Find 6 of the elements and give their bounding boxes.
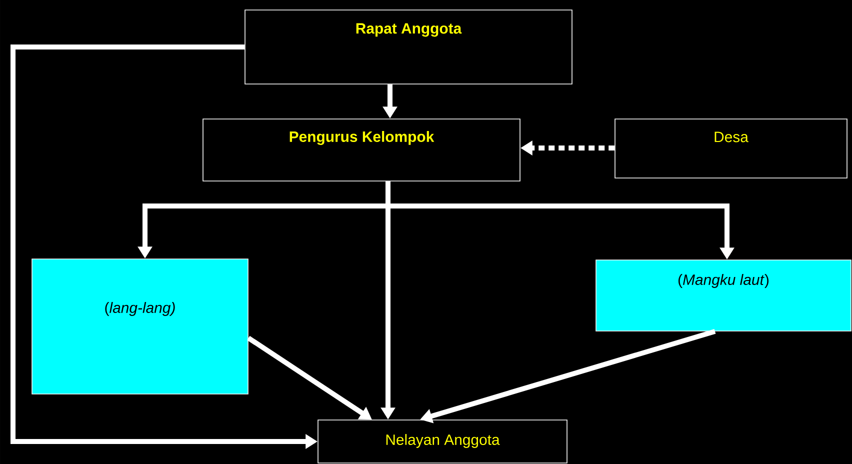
process-box: Nelayan Anggota — [318, 420, 568, 464]
highlighted-box: (lang-lang) — [32, 258, 248, 394]
process-box: Pengurus Kelompok — [202, 118, 520, 182]
process-box: Rapat Anggota — [244, 10, 572, 84]
highlighted-box: (Mangku laut) — [596, 260, 852, 332]
process-box: Desa — [614, 118, 848, 178]
